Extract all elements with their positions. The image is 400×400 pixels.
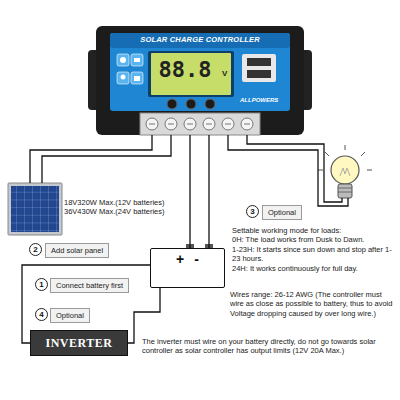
lcd-unit: V [222,69,227,78]
wire-connector [189,135,190,248]
node-label: Optional [56,311,84,320]
note-block: Wires range: 26-12 AWG (The controller m… [230,290,396,318]
node-label: + [176,252,184,287]
node-label: Optional [268,208,296,217]
battery-box: +- [150,248,225,288]
note-text: Settable working mode for loads: [232,226,396,235]
panel-rating: 36V430W Max.(24V batteries) [64,207,194,216]
note-text: The inverter must wire on your battery d… [142,337,396,356]
callout-box: Add solar panel [45,243,109,258]
light-bulb [318,145,372,198]
callout-number: 3 [246,205,259,218]
callout-box: Connect battery first [50,278,129,293]
note-block: The inverter must wire on your battery d… [142,337,396,356]
note-block: Settable working mode for loads:0H: The … [232,226,396,273]
note-text: Wires range: 26-12 AWG (The controller m… [230,290,396,318]
note-text: 0H: The load works from Dusk to Dawn. [232,235,396,244]
node-label: INVERTER [46,336,113,351]
node-label: Add solar panel [51,246,103,255]
charge-controller: SOLAR CHARGE CONTROLLER 88.8V ALLPOWERS [88,25,312,135]
panel-rating: 18V320W Max.(12V batteries) [64,198,194,207]
node-label: Connect battery first [56,281,123,290]
wires [30,135,348,206]
note-block: 18V320W Max.(12V batteries)36V430W Max.(… [64,198,194,217]
charge-controller-body [88,26,312,135]
note-text: 24H: It works continuously for full day. [232,264,396,273]
callout-box: Optional [50,308,90,323]
wire-connector [128,288,160,343]
callout-number: 1 [35,278,48,291]
node-label: - [194,252,199,287]
solar-panel [8,183,62,235]
brand-name: ALLPOWERS [240,97,278,103]
inverter-box: INVERTER [30,330,128,356]
lcd-reading: 88.8 [150,59,220,81]
note-text: 1-23H: It starts since sun down and stop… [232,245,396,264]
wire-connector [208,135,209,248]
callout-number: 4 [35,308,48,321]
device-title: SOLAR CHARGE CONTROLLER [88,35,312,44]
callout-box: Optional [262,205,302,220]
callout-number: 2 [29,243,42,256]
